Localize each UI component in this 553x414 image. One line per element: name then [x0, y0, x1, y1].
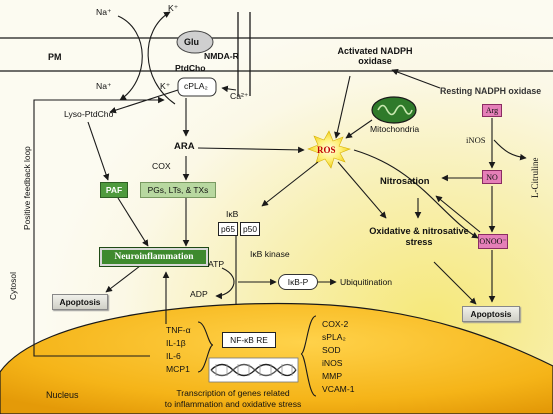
gene-list: COX-2 sPLA₂ SOD iNOS MMP VCAM-1 — [322, 318, 354, 396]
mitochondria-label: Mitochondria — [370, 124, 420, 134]
cpla2-box — [177, 77, 217, 97]
gene-item: SOD — [322, 345, 341, 355]
pm-label: PM — [48, 52, 62, 62]
ion-exchange-arrows — [117, 11, 176, 105]
onoo-to-nitrosation-arrow — [435, 195, 481, 233]
feedback-loop-label: Positive feedback loop — [22, 146, 32, 230]
ptdcho-label: PtdCho — [175, 63, 206, 73]
cox-label: COX — [152, 161, 171, 171]
gene-item: VCAM-1 — [322, 384, 355, 394]
atp-adp-curve — [215, 267, 235, 300]
resting-nadph-label: Resting NADPH oxidase — [440, 86, 542, 96]
sodium-low-label: Na⁺ — [96, 81, 112, 91]
mito-to-ros-arrow — [345, 119, 373, 139]
ros-to-onoo-arrow — [353, 149, 479, 239]
transcription-label: Transcription of genes related to inflam… — [150, 388, 316, 410]
apoptosis-right-box: Apoptosis — [462, 306, 520, 322]
pgs-box: PGs, LTs, & TXs — [140, 182, 216, 198]
glu-ellipse — [176, 30, 214, 54]
ara-to-ros-arrow — [197, 146, 305, 154]
activated-nadph-label: Activated NADPH oxidase — [337, 46, 413, 67]
potassium-low-label: K⁺ — [160, 81, 171, 91]
transcription-line1: Transcription of genes related — [176, 388, 290, 398]
cpla2-label: cPLA₂ — [184, 81, 208, 91]
nfkb-re-box: NF-κB RE — [222, 332, 276, 348]
ara-label: ARA — [174, 141, 195, 152]
ikb-kinase-label: IκB kinase — [250, 249, 290, 259]
sodium-top-label: Na⁺ — [96, 7, 112, 17]
cytokine-item: IL-1β — [166, 338, 186, 348]
mitochondria-graphic — [371, 96, 417, 124]
stress-label: Oxidative & nitrosative stress — [354, 226, 484, 247]
ros-burst — [307, 130, 351, 169]
calcium-label: Ca²⁺ — [230, 91, 249, 101]
stress-label-line2: stress — [405, 236, 433, 247]
paf-to-neuro-arrow — [117, 197, 149, 247]
gene-item: COX-2 — [322, 319, 349, 329]
neuro-to-apoptosis-arrow — [105, 265, 141, 293]
dna-helix-icon — [208, 357, 299, 383]
nadph-to-ros-arrow — [334, 75, 351, 139]
nmda-channel — [237, 12, 251, 96]
calcium-arrow — [221, 85, 237, 93]
lyso-to-paf-arrow — [87, 121, 110, 181]
inos-to-citrulline-arrow — [493, 139, 527, 161]
potassium-top-label: K⁺ — [168, 3, 179, 13]
cytokines-bracket — [197, 321, 214, 373]
ikbp-box: IκB-P — [278, 274, 318, 290]
gene-item: sPLA₂ — [322, 332, 346, 342]
stress-to-apoptosis-arrow — [433, 261, 477, 305]
cytosol-label: Cytosol — [8, 272, 18, 300]
cpla2-to-lyso-arrow — [109, 89, 179, 114]
stress-label-line1: Oxidative & nitrosative — [369, 226, 469, 236]
cytokine-item: TNF-α — [166, 325, 191, 335]
lyso-ptdcho-label: Lyso-PtdCho — [64, 109, 114, 119]
ubiquitination-label: Ubiquitination — [340, 277, 393, 287]
ikb-label: IκB — [226, 209, 239, 219]
gene-item: iNOS — [322, 358, 343, 368]
nucleus-label: Nucleus — [46, 390, 79, 400]
onoo-box: ONOO⁻ — [478, 234, 508, 249]
nitrosation-label: Nitrosation — [380, 175, 430, 186]
cytokine-list: TNF-α IL-1β IL-6 MCP1 — [166, 324, 191, 376]
gene-item: MMP — [322, 371, 343, 381]
cytokine-item: MCP1 — [166, 364, 190, 374]
plasma-membrane — [0, 37, 553, 72]
adp-label: ADP — [190, 289, 208, 299]
nmda-receptor-label: NMDA-R — [204, 51, 239, 61]
ros-to-stress-arrow — [337, 161, 387, 219]
inos-label: iNOS — [466, 135, 486, 145]
nadph-activation-arrow — [391, 68, 441, 89]
transcription-line2: to inflammation and oxidative stress — [164, 399, 302, 409]
atp-label: ATP — [208, 259, 225, 269]
no-box: NO — [482, 170, 502, 184]
ros-to-ikb-arrow — [261, 161, 319, 207]
genes-bracket — [300, 315, 317, 397]
feedback-loop-path — [33, 96, 165, 357]
paf-box: PAF — [100, 182, 128, 198]
apoptosis-left-box: Apoptosis — [52, 294, 108, 310]
cytokine-item: IL-6 — [166, 351, 181, 361]
citrulline-label: L-Citruline — [530, 157, 540, 199]
p65-box: p65 — [218, 222, 238, 236]
arg-box: Arg — [482, 104, 502, 117]
glu-label: Glu — [184, 37, 199, 47]
ros-label: ROS — [317, 145, 336, 155]
p50-box: p50 — [240, 222, 260, 236]
neuroinflammation-box: Neuroinflammation — [99, 247, 209, 267]
